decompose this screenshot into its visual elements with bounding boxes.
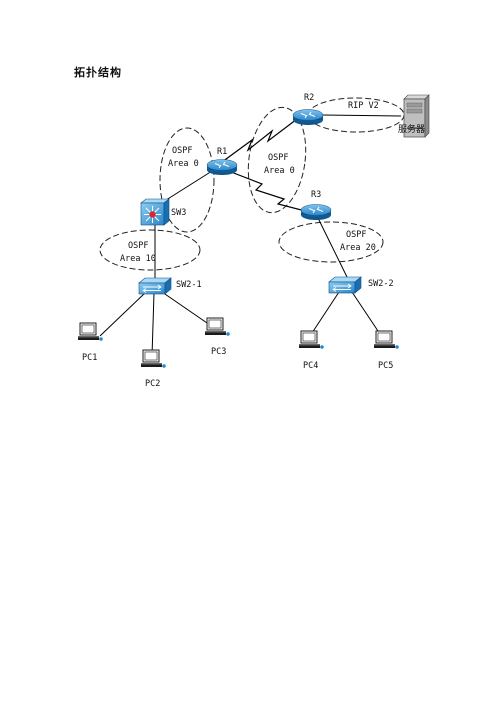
link-sw2-2-pc4 (309, 291, 340, 337)
label-server: 服务器 (398, 123, 425, 135)
area0-left-line1: OSPF (172, 146, 192, 156)
router-r3[interactable] (300, 204, 332, 221)
l3-switch-sw3[interactable] (140, 198, 170, 226)
router-icon (300, 204, 332, 221)
area0-mid-line2: Area 0 (264, 166, 295, 176)
area20-line1: OSPF (346, 230, 366, 240)
pc-icon (140, 349, 167, 369)
link-r2-server (321, 114, 402, 117)
links (99, 114, 402, 357)
area10-line1: OSPF (128, 241, 148, 251)
pc-pc3[interactable] (204, 317, 231, 337)
pc-pc2[interactable] (140, 349, 167, 369)
label-r1: R1 (217, 147, 227, 157)
page-title: 拓扑结构 (74, 66, 122, 79)
label-r3: R3 (311, 190, 321, 200)
serial-link-r1-r2 (221, 115, 302, 163)
serial-link-r1-r3 (225, 169, 314, 214)
router-r1[interactable] (206, 159, 238, 176)
area10-line2: Area 10 (120, 254, 156, 264)
label-sw2-1: SW2-1 (176, 280, 202, 290)
label-sw3: SW3 (171, 208, 186, 218)
switch-icon (328, 276, 362, 294)
link-sw2-1-pc2 (151, 292, 155, 357)
zone-area10 (99, 229, 201, 271)
area0-left-line2: Area 0 (168, 159, 199, 169)
label-pc1: PC1 (82, 353, 97, 363)
server-node[interactable] (403, 94, 430, 138)
router-icon (292, 109, 324, 126)
switch-sw2-2[interactable] (328, 276, 362, 294)
label-r2: R2 (304, 93, 314, 103)
link-sw2-1-pc3 (161, 291, 211, 326)
switch-icon (138, 277, 172, 295)
label-pc4: PC4 (303, 361, 318, 371)
link-sw2-1-pc1 (99, 291, 147, 337)
zone-area20 (278, 221, 384, 263)
area20-line2: Area 20 (340, 243, 376, 253)
label-pc5: PC5 (378, 361, 393, 371)
zone-area0-mid (247, 106, 307, 214)
rip-label: RIP V2 (348, 101, 379, 111)
router-icon (206, 159, 238, 176)
pc-icon (373, 330, 400, 350)
link-r3-sw2-2 (317, 217, 348, 278)
router-r2[interactable] (292, 109, 324, 126)
pc-pc4[interactable] (298, 330, 325, 350)
link-sw2-2-pc5 (351, 291, 383, 338)
label-sw2-2: SW2-2 (368, 279, 394, 289)
switch-sw2-1[interactable] (138, 277, 172, 295)
pc-pc1[interactable] (77, 322, 104, 342)
label-pc2: PC2 (145, 379, 160, 389)
pc-pc5[interactable] (373, 330, 400, 350)
pc-icon (204, 317, 231, 337)
zone-area0-left (159, 127, 215, 233)
label-pc3: PC3 (211, 347, 226, 357)
area0-mid-line1: OSPF (268, 153, 288, 163)
pc-icon (298, 330, 325, 350)
pc-icon (77, 322, 104, 342)
